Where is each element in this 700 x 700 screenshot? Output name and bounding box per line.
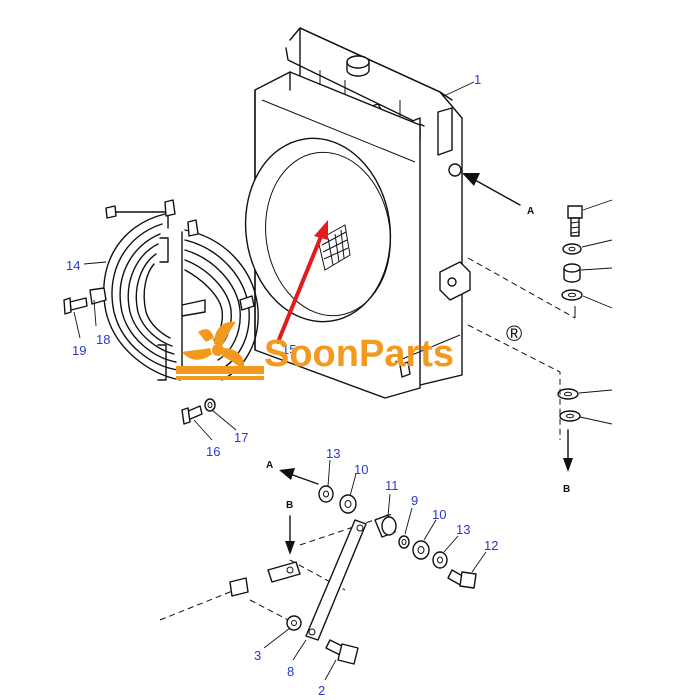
bolt-19 <box>63 297 88 315</box>
washer-right-3 <box>557 388 579 400</box>
callout-10-right: 10 <box>432 507 446 522</box>
bushing-right <box>563 263 581 283</box>
callout-11: 11 <box>385 478 399 493</box>
washer-17 <box>204 398 216 412</box>
core-mesh <box>317 224 351 271</box>
sleeve-11 <box>374 514 397 538</box>
callout-17: 17 <box>234 430 248 445</box>
view-letter-b-lower: B <box>286 500 293 511</box>
bushing-10-left <box>339 494 357 514</box>
radiator-assembly <box>244 27 471 399</box>
fan-guard-assembly <box>103 199 259 381</box>
view-arrow-a-lower: A <box>266 460 319 485</box>
view-letter-a-upper: A <box>527 206 534 217</box>
callout-18: 18 <box>96 332 110 347</box>
fan-guard-left-half <box>103 199 181 381</box>
view-arrow-a-upper: A <box>462 173 534 217</box>
bolt-16 <box>181 405 203 425</box>
view-letter-b-right: B <box>563 484 570 495</box>
pointer-arrow <box>276 220 328 344</box>
bolt-2 <box>325 639 359 665</box>
callout-13-left: 13 <box>326 446 340 461</box>
bolt-12 <box>447 569 477 589</box>
callout-14: 14 <box>66 258 80 273</box>
callout-13-right: 13 <box>456 522 470 537</box>
callout-2: 2 <box>318 683 325 698</box>
washer-13-left <box>318 485 334 503</box>
mount-boss-upper <box>448 163 462 177</box>
bolt-upper-right <box>567 205 583 237</box>
stay-rod-8 <box>305 519 367 641</box>
radiator-cap <box>346 55 370 77</box>
washer-9 <box>398 535 410 549</box>
view-letter-a-lower: A <box>266 460 273 471</box>
view-arrow-b-right: B <box>563 429 573 495</box>
washer-right-2 <box>561 289 583 301</box>
callout-15: 15 <box>282 342 296 357</box>
callout-1: 1 <box>474 72 481 87</box>
callout-16: 16 <box>206 444 220 459</box>
bushing-10-right <box>412 540 430 560</box>
callout-9: 9 <box>411 493 418 508</box>
washer-3 <box>286 615 302 631</box>
registered-mark: ® <box>506 321 522 346</box>
brand-name: SoonParts <box>264 333 454 375</box>
soonparts-logo: SoonParts ® <box>176 321 522 380</box>
callout-3: 3 <box>254 648 261 663</box>
view-arrow-b-lower: B <box>285 500 295 555</box>
clamp-bracket <box>229 561 301 597</box>
fan-emblem-icon <box>176 321 264 380</box>
washer-right-1 <box>562 243 582 255</box>
callout-12: 12 <box>484 538 498 553</box>
shroud-opening <box>244 137 392 323</box>
callout-8: 8 <box>287 664 294 679</box>
callout-10-left: 10 <box>354 462 368 477</box>
callout-19: 19 <box>72 343 86 358</box>
washer-13-right <box>432 551 448 569</box>
washer-right-4 <box>559 410 581 422</box>
